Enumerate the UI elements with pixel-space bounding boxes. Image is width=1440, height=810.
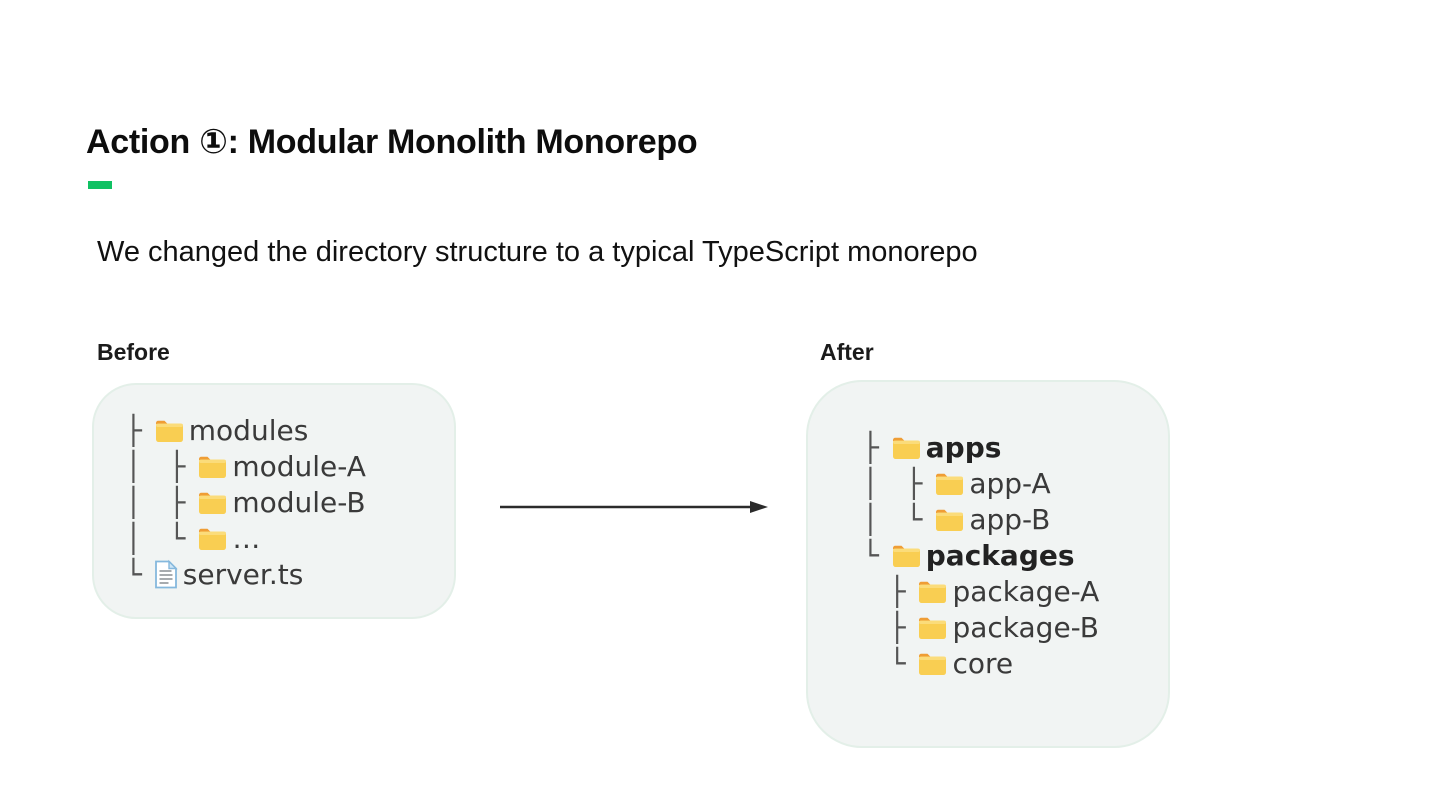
after-tree: ├ apps │ ├ app-A │ └ app-B └ packages ├ … — [862, 429, 1099, 681]
folder-icon — [933, 470, 965, 497]
folder-icon — [916, 650, 948, 677]
tree-row: ├ package-B — [862, 609, 1099, 645]
before-tree: ├ modules │ ├ module-A │ ├ module-B │ └ … — [125, 412, 366, 592]
tree-row: ├ modules — [125, 412, 366, 448]
folder-icon — [196, 489, 228, 516]
tree-item-label: package-A — [952, 574, 1100, 608]
folder-icon — [916, 614, 948, 641]
before-to-after-arrow — [500, 497, 768, 517]
before-label: Before — [97, 339, 170, 365]
tree-branch: │ ├ — [125, 449, 195, 483]
tree-branch: ├ — [862, 574, 915, 608]
accent-dash — [88, 181, 112, 189]
tree-row: ├ apps — [862, 429, 1099, 465]
folder-icon — [196, 453, 228, 480]
folder-icon — [890, 434, 922, 461]
tree-item-label: packages — [925, 538, 1075, 572]
tree-row: └ server.ts — [125, 556, 366, 592]
tree-branch: │ └ — [125, 521, 195, 555]
tree-branch: └ — [125, 557, 151, 591]
tree-branch: └ — [862, 646, 915, 680]
tree-item-label: module-A — [232, 449, 366, 483]
tree-item-label: server.ts — [182, 557, 304, 591]
folder-icon — [933, 506, 965, 533]
tree-branch: └ — [862, 538, 888, 572]
file-icon — [153, 559, 179, 590]
tree-branch: │ ├ — [125, 485, 195, 519]
folder-icon — [196, 525, 228, 552]
tree-item-label: apps — [925, 430, 1002, 464]
page-title: Action ①: Modular Monolith Monorepo — [86, 122, 698, 161]
tree-row: │ ├ module-A — [125, 448, 366, 484]
tree-row: │ └ … — [125, 520, 366, 556]
tree-row: └ core — [862, 645, 1099, 681]
tree-item-label: core — [952, 646, 1014, 680]
tree-row: │ ├ module-B — [125, 484, 366, 520]
tree-row: ├ package-A — [862, 573, 1100, 609]
tree-row: └ packages — [862, 537, 1099, 573]
folder-icon — [890, 542, 922, 569]
tree-item-label: module-B — [232, 485, 366, 519]
tree-branch: ├ — [125, 413, 151, 447]
tree-branch: │ ├ — [862, 466, 932, 500]
before-panel — [92, 383, 456, 619]
folder-icon — [916, 578, 948, 605]
tree-branch: │ └ — [862, 502, 932, 536]
right-arrow-icon — [500, 501, 768, 513]
tree-item-label: … — [232, 521, 261, 555]
tree-item-label: app-B — [969, 502, 1051, 536]
slide-subtitle: We changed the directory structure to a … — [97, 236, 978, 268]
tree-item-label: modules — [188, 413, 309, 447]
tree-row: │ ├ app-A — [862, 465, 1099, 501]
after-panel — [806, 380, 1170, 748]
folder-icon — [153, 417, 185, 444]
tree-row: │ └ app-B — [862, 501, 1099, 537]
tree-branch: ├ — [862, 430, 888, 464]
tree-item-label: package-B — [952, 610, 1099, 644]
after-label: After — [820, 339, 874, 365]
tree-branch: ├ — [862, 610, 915, 644]
tree-item-label: app-A — [969, 466, 1051, 500]
